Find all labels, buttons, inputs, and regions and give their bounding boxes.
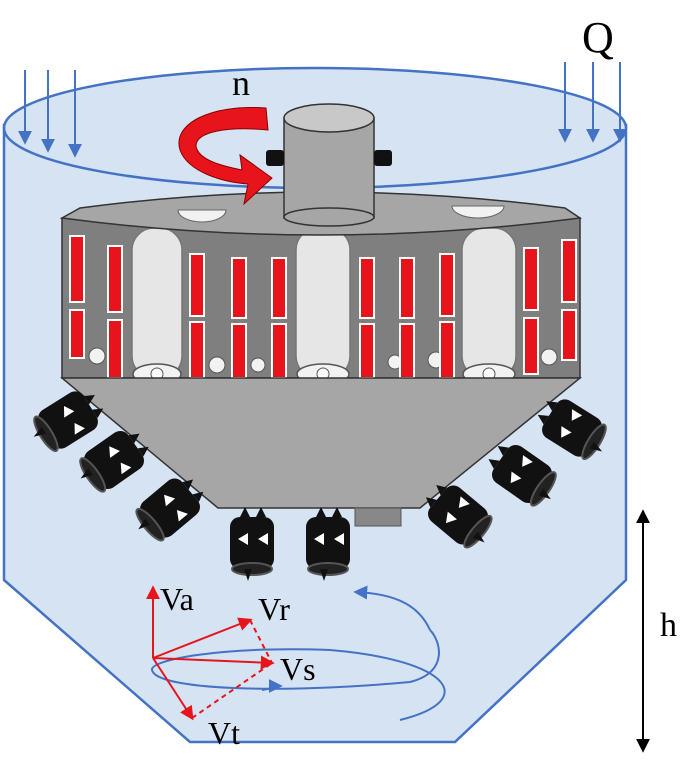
impeller bbox=[59, 191, 583, 527]
pipe-left bbox=[131, 227, 183, 379]
red-slots bbox=[69, 235, 577, 379]
velocity-vectors bbox=[146, 585, 275, 721]
label-rotation-n: n bbox=[232, 63, 250, 103]
pipe-center bbox=[295, 227, 351, 379]
impeller-cone bbox=[59, 377, 583, 509]
impeller-balls bbox=[88, 347, 558, 374]
rotation-arrow bbox=[178, 106, 273, 206]
label-v-tangential: Vt bbox=[208, 715, 240, 751]
label-v-resultant: Vs bbox=[280, 651, 316, 687]
label-flow-q: Q bbox=[582, 13, 614, 62]
label-v-axial: Va bbox=[160, 581, 194, 617]
shaft-hub bbox=[266, 103, 392, 227]
spiral-flow bbox=[151, 585, 446, 721]
pipe-right bbox=[461, 227, 517, 379]
label-height-h: h bbox=[660, 607, 677, 644]
inflow-arrows bbox=[18, 62, 627, 158]
label-v-radial: Vr bbox=[258, 591, 290, 627]
